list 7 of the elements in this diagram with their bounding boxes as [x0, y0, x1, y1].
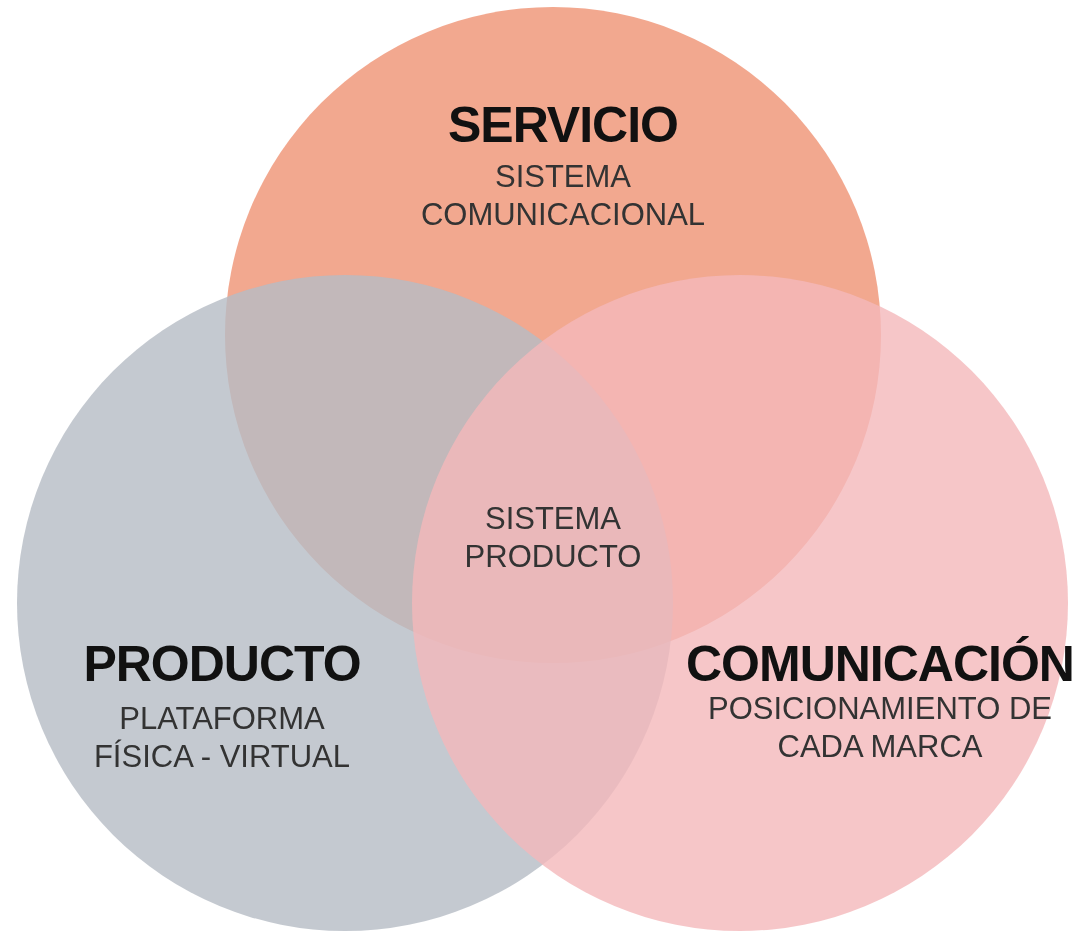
circle-title: COMUNICACIÓN — [685, 637, 1073, 692]
circle-title: PRODUCTO — [82, 637, 362, 692]
circle-subtitle: POSICIONAMIENTO DE CADA MARCA — [707, 690, 1053, 766]
circle-subtitle: SISTEMA COMUNICACIONAL — [419, 158, 707, 234]
circle-title: SERVICIO — [446, 98, 679, 153]
circle-subtitle: PLATAFORMA FÍSICA - VIRTUAL — [92, 700, 352, 776]
intersection-label: SISTEMA PRODUCTO — [463, 500, 643, 576]
